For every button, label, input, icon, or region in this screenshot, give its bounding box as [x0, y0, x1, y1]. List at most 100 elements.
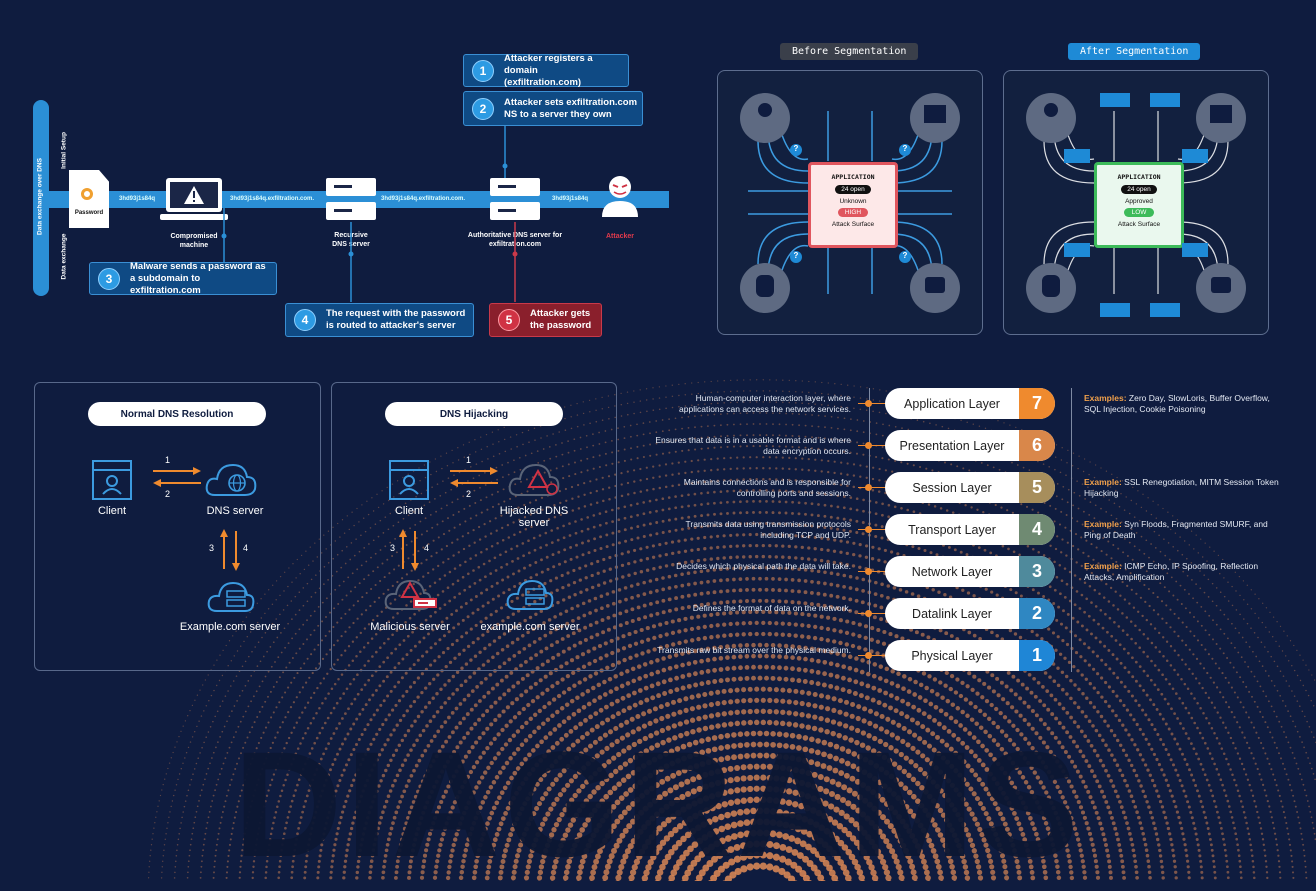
hijacked-cloud-icon: [508, 459, 560, 499]
robot-node: [910, 263, 960, 313]
rule-tag: [1064, 149, 1090, 163]
callout-text: Attacker gets the password: [530, 308, 598, 332]
layer-connector: [858, 403, 886, 404]
hijacked-dns-label: Hijacked DNS server: [492, 505, 576, 529]
layer-connector: [858, 445, 886, 446]
dns-server-label: DNS server: [191, 505, 279, 517]
step-label-3: 3: [390, 543, 395, 553]
layer-description: Transmits raw bit stream over the physic…: [651, 645, 851, 656]
layer-connector: [858, 487, 886, 488]
step-number: 3: [98, 268, 120, 290]
server-icon: [1210, 105, 1232, 123]
layer-name: Session Layer: [885, 481, 1019, 495]
client-icon: [92, 460, 132, 500]
layer-examples: Example: SSL Renegotiation, MITM Session…: [1084, 477, 1284, 499]
layer-number: 6: [1019, 430, 1055, 461]
callout-step-1: 1 Attacker registers a domain (exfiltrat…: [463, 54, 629, 87]
callout-text: Attacker sets exfiltration.com NS to a s…: [504, 97, 638, 121]
user-node: [1026, 93, 1076, 143]
step-arrows-horizontal: [147, 453, 207, 501]
layer-description: Defines the format of data on the networ…: [651, 603, 851, 614]
database-node: [740, 263, 790, 313]
layer-description: Human-computer interaction layer, where …: [651, 393, 851, 415]
question-badge: ?: [899, 251, 911, 263]
callout-text: Malware sends a password as a subdomain …: [130, 261, 270, 297]
after-segmentation-panel: APPLICATION 24 open Approved LOW Attack …: [1003, 70, 1269, 335]
app-title: APPLICATION: [1097, 173, 1181, 181]
examples-label: Example:: [1084, 561, 1122, 571]
callout-step-2: 2 Attacker sets exfiltration.com NS to a…: [463, 91, 643, 126]
question-badge: ?: [790, 144, 802, 156]
database-icon: [756, 275, 774, 297]
normal-dns-panel: Normal DNS Resolution Client DNS server …: [34, 382, 321, 671]
step-label-2: 2: [165, 489, 170, 499]
step-number: 5: [498, 309, 520, 331]
layer-examples: Example: ICMP Echo, IP Spoofing, Reflect…: [1084, 561, 1284, 583]
robot-node: [1196, 263, 1246, 313]
rule-tag: [1150, 93, 1180, 107]
robot-icon: [1211, 277, 1231, 293]
client-label: Client: [82, 505, 142, 517]
example-server-cloud-icon: [207, 579, 255, 615]
layer-name: Application Layer: [885, 397, 1019, 411]
layer-name: Presentation Layer: [885, 439, 1019, 453]
rule-tag: [1182, 243, 1208, 257]
layer-connector-dot: [865, 442, 872, 449]
rule-tag: [1100, 93, 1130, 107]
dns-hijacking-panel: DNS Hijacking Client Hijacked DNS server…: [331, 382, 617, 671]
callout-text: The request with the password is routed …: [326, 308, 466, 332]
layer-number: 4: [1019, 514, 1055, 545]
examples-label: Example:: [1084, 519, 1122, 529]
step-number: 4: [294, 309, 316, 331]
malicious-server-icon: [384, 577, 440, 613]
server-icon: [924, 105, 946, 123]
step-number: 1: [472, 60, 494, 82]
examples-label: Example:: [1084, 477, 1122, 487]
layer-name: Network Layer: [885, 565, 1019, 579]
layer-connector: [858, 529, 886, 530]
layer-connector: [858, 613, 886, 614]
database-node: [1026, 263, 1076, 313]
example-server-cloud-icon: [506, 577, 554, 613]
step-label-1: 1: [466, 455, 471, 465]
layer-connector-dot: [865, 610, 872, 617]
example-server-label: Example.com server: [165, 621, 295, 633]
status-text: Approved: [1097, 198, 1181, 205]
examples-label: Examples:: [1084, 393, 1127, 403]
app-title: APPLICATION: [811, 173, 895, 181]
dns-cloud-globe-icon: [205, 459, 257, 499]
user-icon: [758, 103, 772, 117]
dns-hijacking-title: DNS Hijacking: [385, 402, 563, 426]
client-icon: [389, 460, 429, 500]
question-badge: ?: [899, 144, 911, 156]
rule-tag: [1150, 303, 1180, 317]
normal-dns-title: Normal DNS Resolution: [88, 402, 266, 426]
step-label-3: 3: [209, 543, 214, 553]
layer-description: Maintains connections and is responsible…: [651, 477, 851, 499]
layer-name: Datalink Layer: [885, 607, 1019, 621]
layer-connector: [858, 571, 886, 572]
layer-description: Decides which physical path the data wil…: [651, 561, 851, 572]
layer-number: 2: [1019, 598, 1055, 629]
layer-connector-dot: [865, 568, 872, 575]
step-arrows-vertical: [394, 527, 424, 573]
example-server-label: example.com server: [470, 621, 590, 633]
before-segmentation-title: Before Segmentation: [780, 43, 918, 60]
layer-examples: Examples: Zero Day, SlowLoris, Buffer Ov…: [1084, 393, 1284, 415]
callout-text: Attacker registers a domain (exfiltratio…: [504, 53, 614, 89]
watermark-title: DIAGRAMS: [0, 718, 1316, 891]
layer-number: 5: [1019, 472, 1055, 503]
user-icon: [1044, 103, 1058, 117]
question-badge: ?: [790, 251, 802, 263]
status-text: Unknown: [811, 198, 895, 205]
server-node: [1196, 93, 1246, 143]
rule-tag: [1182, 149, 1208, 163]
database-icon: [1042, 275, 1060, 297]
layer-connector-dot: [865, 526, 872, 533]
step-number: 2: [472, 98, 494, 120]
